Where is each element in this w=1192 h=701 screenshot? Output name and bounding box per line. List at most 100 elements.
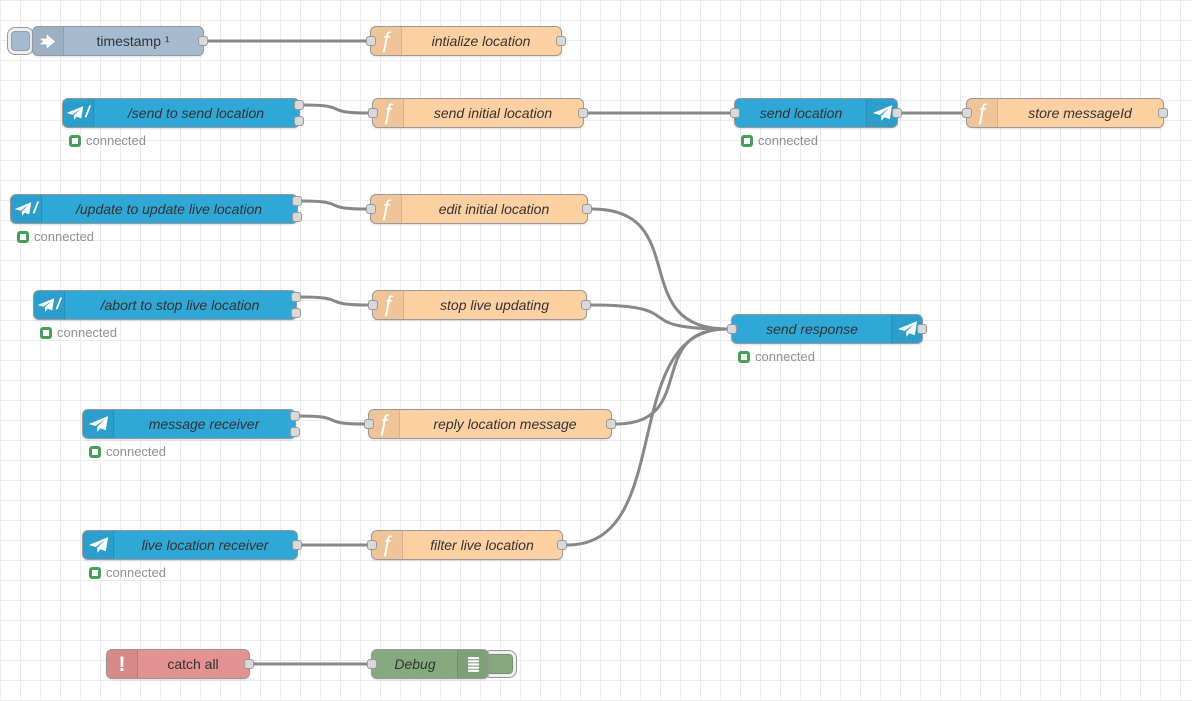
status-connected-icon [89,445,101,458]
node-label: stop live updating [440,297,549,313]
node-label: timestamp ¹ [96,33,170,49]
function-f-icon: ƒ [371,27,402,55]
input-port[interactable] [366,204,376,214]
input-port[interactable] [727,324,737,334]
output-port[interactable] [578,108,588,118]
node-telegram-command-update[interactable]: //update to update live location [10,194,302,224]
node-status: connected [40,325,117,340]
node-label: Debug [394,656,436,672]
node-label: intialize location [431,33,531,49]
output-port[interactable] [1158,108,1168,118]
output-port[interactable] [291,308,301,318]
node-function-store-messageid[interactable]: ƒ store messageId [962,98,1168,128]
input-port[interactable] [366,36,376,46]
wire[interactable] [298,414,366,426]
node-label: filter live location [430,537,534,553]
output-port[interactable] [606,419,616,429]
node-label: live location receiver [141,537,269,553]
status-label: connected [106,565,166,580]
input-port[interactable] [962,108,972,118]
output-port[interactable] [892,108,902,118]
wire[interactable] [614,327,729,426]
wire[interactable] [565,327,729,547]
output-port[interactable] [294,100,304,110]
wire[interactable] [589,303,729,331]
wire[interactable] [300,199,368,211]
node-label: catch all [167,656,219,672]
node-status: connected [741,133,818,148]
output-port[interactable] [582,204,592,214]
node-telegram-receiver-message[interactable]: message receiver [82,409,300,439]
telegram-plane-icon [83,531,114,559]
function-f-icon: ƒ [373,99,404,127]
telegram-plane-slash-icon: / [63,99,94,127]
exclamation-icon: ! [107,650,138,678]
output-port[interactable] [557,540,567,550]
input-port[interactable] [367,659,377,669]
input-port[interactable] [730,108,740,118]
node-label: message receiver [148,416,260,432]
node-label: send initial location [433,105,553,121]
node-label: /abort to stop live location [100,297,260,313]
output-port[interactable] [198,36,208,46]
output-port[interactable] [290,411,300,421]
output-port[interactable] [292,540,302,550]
node-label: send location [759,105,843,121]
telegram-plane-icon [891,315,922,343]
node-function-intialize-location[interactable]: ƒ intialize location [366,26,566,56]
wire[interactable] [302,103,370,115]
wire[interactable] [590,207,729,331]
output-port[interactable] [556,36,566,46]
node-telegram-sender-send-location[interactable]: send location [730,98,902,128]
node-debug[interactable]: Debug [367,649,489,679]
telegram-plane-slash-icon: / [34,291,65,319]
inject-button[interactable] [7,27,34,55]
node-telegram-command-send[interactable]: / /send to send location [62,98,304,128]
node-status: connected [89,444,166,459]
function-f-icon: ƒ [373,291,404,319]
node-telegram-sender-send-response[interactable]: send response [727,314,927,344]
node-telegram-receiver-live-location[interactable]: live location receiver [82,530,302,560]
output-port[interactable] [244,659,254,669]
output-port[interactable] [917,324,927,334]
output-port[interactable] [292,196,302,206]
wire[interactable] [299,295,370,307]
status-label: connected [86,133,146,148]
function-f-icon: ƒ [369,410,400,438]
inject-button-fill [11,31,30,51]
node-status: connected [69,133,146,148]
node-label: edit initial location [438,201,550,217]
node-inject-timestamp[interactable]: timestamp ¹ [32,26,208,56]
output-port[interactable] [292,212,302,222]
status-connected-icon [69,134,81,147]
input-port[interactable] [367,540,377,550]
node-label: /send to send location [127,105,265,121]
node-status: connected [17,229,94,244]
node-status: connected [89,565,166,580]
telegram-plane-slash-icon: / [11,195,42,223]
node-catch-all[interactable]: ! catch all [106,649,254,679]
node-telegram-command-abort[interactable]: / /abort to stop live location [33,290,301,320]
status-label: connected [57,325,117,340]
node-function-send-initial-location[interactable]: ƒ send initial location [368,98,588,128]
input-port[interactable] [364,419,374,429]
function-f-icon: ƒ [967,99,998,127]
node-function-stop-live-updating[interactable]: ƒ stop live updating [368,290,591,320]
input-port[interactable] [368,300,378,310]
output-port[interactable] [290,427,300,437]
output-port[interactable] [581,300,591,310]
status-label: connected [755,349,815,364]
function-f-icon: ƒ [371,195,402,223]
input-port[interactable] [368,108,378,118]
debug-lines-icon [457,650,488,678]
status-connected-icon [738,350,750,363]
node-label: store messageId [1028,105,1132,121]
node-function-edit-initial-location[interactable]: ƒ edit initial location [366,194,592,224]
output-port[interactable] [291,292,301,302]
output-port[interactable] [294,116,304,126]
node-status: connected [738,349,815,364]
